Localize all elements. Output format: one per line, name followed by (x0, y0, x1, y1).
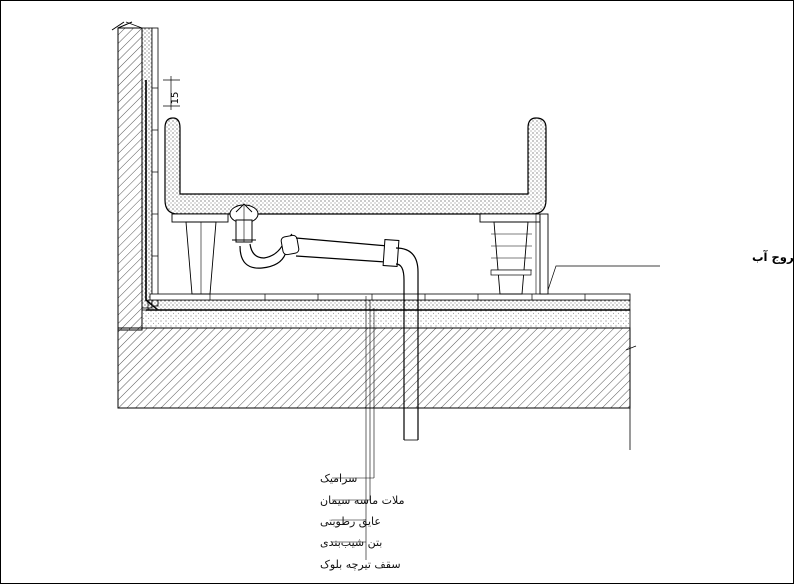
slope-concrete-layer (141, 309, 631, 329)
drain-trap (229, 203, 300, 269)
annotation-leader (547, 265, 660, 291)
tub-support-right (479, 213, 541, 295)
layer-label-slope-concrete: بتن شیب‌بندی (320, 536, 382, 549)
wall (111, 21, 159, 331)
layer-label-mortar: ملات ماسه سیمان (320, 494, 405, 507)
dimension-label: 15 (170, 92, 181, 105)
tub-front-panel (535, 213, 549, 295)
bathtub (164, 117, 547, 215)
layer-label-waterproofing: عایق رطوبتی (320, 515, 381, 529)
ceiling-slab (117, 327, 637, 450)
drain-pipe (295, 237, 419, 441)
layer-label-block-joist-ceiling: سقف تیرچه بلوک (320, 558, 401, 571)
water-gap-annotation: ۱ سانتی‌متر فاصله جهت خروج آب (752, 250, 794, 265)
dimension-marker: 15 (163, 76, 181, 110)
layer-label-ceramic: سرامیک (320, 472, 357, 485)
tub-support-left (171, 213, 229, 295)
floor-tiles (149, 293, 631, 301)
mortar-layer (147, 299, 631, 311)
layer-leaders (332, 296, 375, 560)
